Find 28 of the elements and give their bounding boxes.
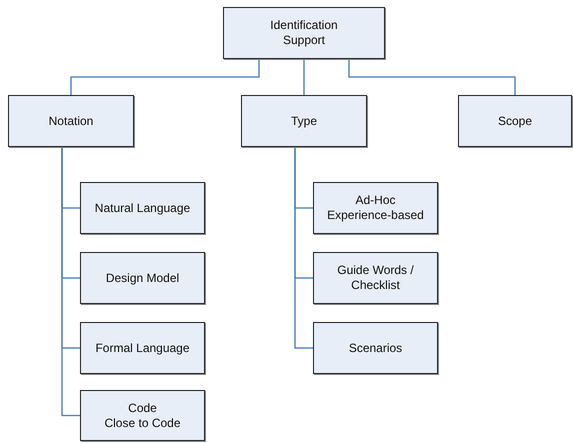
connector-line: [303, 59, 305, 95]
category-box: [8, 95, 134, 147]
category-box: [223, 7, 385, 59]
node-label: Scope: [498, 114, 532, 128]
category-box: [313, 182, 438, 234]
category-box: [80, 252, 205, 304]
node-label: Type: [290, 114, 317, 128]
node-label: Formal Language: [95, 340, 190, 356]
connector-line: [294, 147, 313, 349]
category-box: [80, 182, 205, 234]
node-label: Guide Words / Checklist: [336, 263, 415, 293]
node-label: Scenarios: [348, 340, 402, 356]
connector-line: [70, 59, 260, 95]
node-label: Natural Language: [94, 200, 190, 216]
category-box: [80, 390, 205, 441]
node-label: Code: [128, 400, 157, 416]
connector-line: [348, 59, 516, 95]
category-box: [458, 95, 572, 147]
node-label: Identification Support: [269, 18, 339, 48]
node-label: Close to Code: [104, 416, 181, 430]
category-box: [80, 322, 205, 374]
node-label: Ad-Hoc Experience-based: [326, 193, 425, 223]
node-label: Design Model: [106, 270, 180, 286]
category-box: [241, 95, 367, 147]
category-box: [313, 252, 438, 304]
node-label: Notation: [48, 114, 94, 128]
connector-line: [61, 147, 80, 416]
category-box: [313, 322, 438, 374]
